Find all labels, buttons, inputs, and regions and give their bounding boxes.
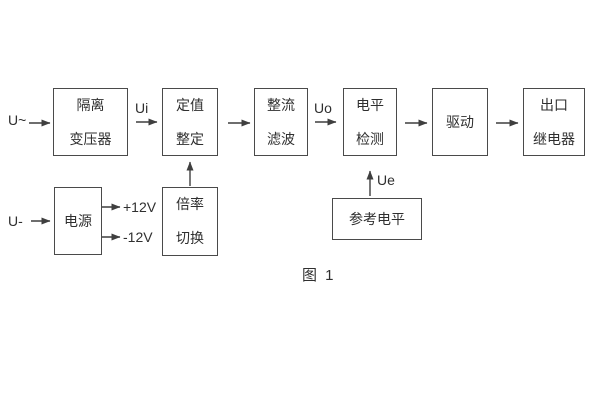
label-rail-pos: +12V <box>123 199 157 215</box>
block-label-line: 整流 <box>267 96 295 113</box>
block-label-line: 继电器 <box>533 130 575 147</box>
block-label-line: 滤波 <box>267 130 295 147</box>
block-label-line: 电源 <box>64 212 92 229</box>
block-label-line: 隔离 <box>76 96 105 113</box>
block-label-line: 变压器 <box>69 130 112 147</box>
block-label-line: 电平 <box>356 96 384 113</box>
label-signal-ui: Ui <box>135 100 149 116</box>
block-isolation-transformer: 隔离 变压器 <box>53 88 128 156</box>
block-label-line: 整定 <box>176 130 204 147</box>
block-drive: 驱动 <box>432 88 488 156</box>
block-label-line: 出口 <box>540 96 568 113</box>
label-input-ac: U~ <box>8 112 27 128</box>
block-power-supply: 电源 <box>54 187 102 255</box>
label-rail-neg: -12V <box>123 229 153 245</box>
block-label-line: 倍率 <box>176 196 204 212</box>
block-setpoint-adjust: 定值 整定 <box>162 88 218 156</box>
block-label-line: 参考电平 <box>349 210 405 227</box>
block-rectify-filter: 整流 滤波 <box>254 88 308 156</box>
block-level-detect: 电平 检测 <box>343 88 397 156</box>
block-label-line: 驱动 <box>446 113 474 130</box>
block-ratio-switch: 倍率 切换 <box>162 187 218 256</box>
block-output-relay: 出口 继电器 <box>523 88 585 156</box>
block-label-line: 定值 <box>176 96 204 113</box>
block-reference-level: 参考电平 <box>332 198 422 240</box>
label-signal-uo: Uo <box>314 100 332 116</box>
label-signal-ue: Ue <box>377 172 395 188</box>
block-label-line: 切换 <box>176 230 204 246</box>
label-input-dc: U- <box>8 213 23 229</box>
figure-caption: 图 1 <box>302 267 336 284</box>
block-label-line: 检测 <box>356 130 384 147</box>
